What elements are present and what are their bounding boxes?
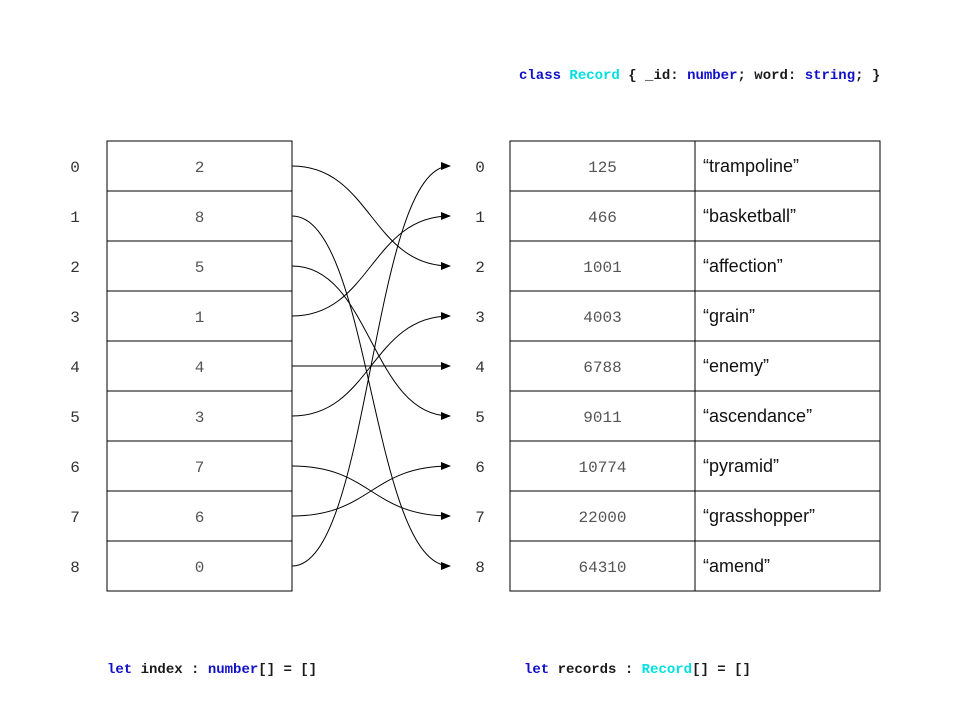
index-cell-value: 6 bbox=[195, 509, 205, 527]
record-position-label: 5 bbox=[475, 409, 485, 427]
index-cell-value: 0 bbox=[195, 559, 205, 577]
index-cell bbox=[106, 340, 293, 392]
index-cell bbox=[106, 290, 293, 342]
record-word-value: “affection” bbox=[703, 256, 783, 276]
record-position-label: 7 bbox=[475, 509, 485, 527]
type-record: Record bbox=[569, 68, 619, 84]
record-position-label: 1 bbox=[475, 209, 485, 227]
record-id-cell bbox=[509, 340, 696, 392]
index-cell-value: 8 bbox=[195, 209, 205, 227]
keyword-let: let bbox=[524, 662, 549, 678]
record-word-cell bbox=[694, 190, 881, 242]
record-position-label: 8 bbox=[475, 559, 485, 577]
index-position-label: 1 bbox=[70, 209, 80, 227]
index-position-label: 2 bbox=[70, 259, 80, 277]
record-position-label: 6 bbox=[475, 459, 485, 477]
index-array: 0 2 1 8 2 5 3 1 4 4 5 3 6 7 7 6 8 0 bbox=[70, 140, 293, 592]
index-cell-value: 2 bbox=[195, 159, 205, 177]
record-word-value: “amend” bbox=[703, 556, 770, 576]
record-id-value: 22000 bbox=[578, 509, 626, 527]
index-position-label: 7 bbox=[70, 509, 80, 527]
index-cell-value: 5 bbox=[195, 259, 205, 277]
record-word-cell bbox=[694, 290, 881, 342]
record-position-label: 2 bbox=[475, 259, 485, 277]
index-cell bbox=[106, 190, 293, 242]
pointer-arrow bbox=[291, 265, 451, 420]
record-word-cell bbox=[694, 390, 881, 442]
record-position-label: 3 bbox=[475, 309, 485, 327]
record-word-value: “ascendance” bbox=[703, 406, 812, 426]
index-position-label: 3 bbox=[70, 309, 80, 327]
record-id-value: 1001 bbox=[583, 259, 621, 277]
class-body-mid: ; word: bbox=[737, 68, 804, 84]
index-cell bbox=[106, 540, 293, 592]
type-number: number bbox=[687, 68, 737, 84]
index-cell-value: 4 bbox=[195, 359, 205, 377]
index-position-label: 6 bbox=[70, 459, 80, 477]
record-word-value: “trampoline” bbox=[703, 156, 799, 176]
record-id-value: 9011 bbox=[583, 409, 621, 427]
index-cell bbox=[106, 140, 293, 192]
index-cell-value: 7 bbox=[195, 459, 205, 477]
record-word-value: “grasshopper” bbox=[703, 506, 815, 526]
record-position-label: 0 bbox=[475, 159, 485, 177]
record-word-value: “basketball” bbox=[703, 206, 796, 226]
record-id-value: 466 bbox=[588, 209, 617, 227]
record-id-cell bbox=[509, 190, 696, 242]
record-id-cell bbox=[509, 240, 696, 292]
record-word-cell bbox=[694, 540, 881, 592]
pointer-arrow bbox=[291, 162, 451, 567]
records-declaration: let records : Record[] = [] bbox=[524, 662, 751, 678]
type-record: Record bbox=[642, 662, 692, 678]
record-id-value: 4003 bbox=[583, 309, 621, 327]
index-cell-value: 1 bbox=[195, 309, 205, 327]
index-position-label: 0 bbox=[70, 159, 80, 177]
pointer-arrow bbox=[291, 165, 451, 270]
record-id-value: 64310 bbox=[578, 559, 626, 577]
pointer-arrow bbox=[291, 462, 451, 517]
record-class-declaration: class Record { _id: number; word: string… bbox=[519, 68, 880, 84]
index-position-label: 4 bbox=[70, 359, 80, 377]
record-id-cell bbox=[509, 390, 696, 442]
record-word-value: “pyramid” bbox=[703, 456, 779, 476]
index-to-record-links bbox=[291, 162, 451, 570]
keyword-let: let bbox=[107, 662, 132, 678]
record-id-value: 125 bbox=[588, 159, 617, 177]
record-id-value: 10774 bbox=[578, 459, 626, 477]
records-var-name: records : bbox=[549, 662, 641, 678]
index-position-label: 8 bbox=[70, 559, 80, 577]
index-declaration: let index : number[] = [] bbox=[107, 662, 317, 678]
pointer-arrow bbox=[291, 212, 451, 317]
keyword-class: class bbox=[519, 68, 561, 84]
records-array: 0 125 “trampoline” 1 466 “basketball” 2 1001 “af… bbox=[475, 140, 881, 592]
records-array-init: [] = [] bbox=[692, 662, 751, 678]
index-cell bbox=[106, 490, 293, 542]
record-word-value: “enemy” bbox=[703, 356, 769, 376]
index-cell-value: 3 bbox=[195, 409, 205, 427]
record-id-value: 6788 bbox=[583, 359, 621, 377]
record-id-cell bbox=[509, 140, 696, 192]
class-body-open: { _id: bbox=[620, 68, 687, 84]
index-cell bbox=[106, 390, 293, 442]
index-var-name: index : bbox=[132, 662, 208, 678]
index-cell bbox=[106, 240, 293, 292]
pointer-arrow bbox=[291, 215, 451, 570]
index-array-init: [] = [] bbox=[258, 662, 317, 678]
record-word-cell bbox=[694, 140, 881, 192]
record-word-cell bbox=[694, 440, 881, 492]
record-id-cell bbox=[509, 290, 696, 342]
record-word-cell bbox=[694, 340, 881, 392]
record-word-cell bbox=[694, 240, 881, 292]
class-body-close: ; } bbox=[855, 68, 880, 84]
record-position-label: 4 bbox=[475, 359, 485, 377]
index-position-label: 5 bbox=[70, 409, 80, 427]
record-word-cell bbox=[694, 490, 881, 542]
record-word-value: “grain” bbox=[703, 306, 755, 326]
type-string: string bbox=[805, 68, 855, 84]
record-id-cell bbox=[509, 440, 696, 492]
type-number: number bbox=[208, 662, 258, 678]
